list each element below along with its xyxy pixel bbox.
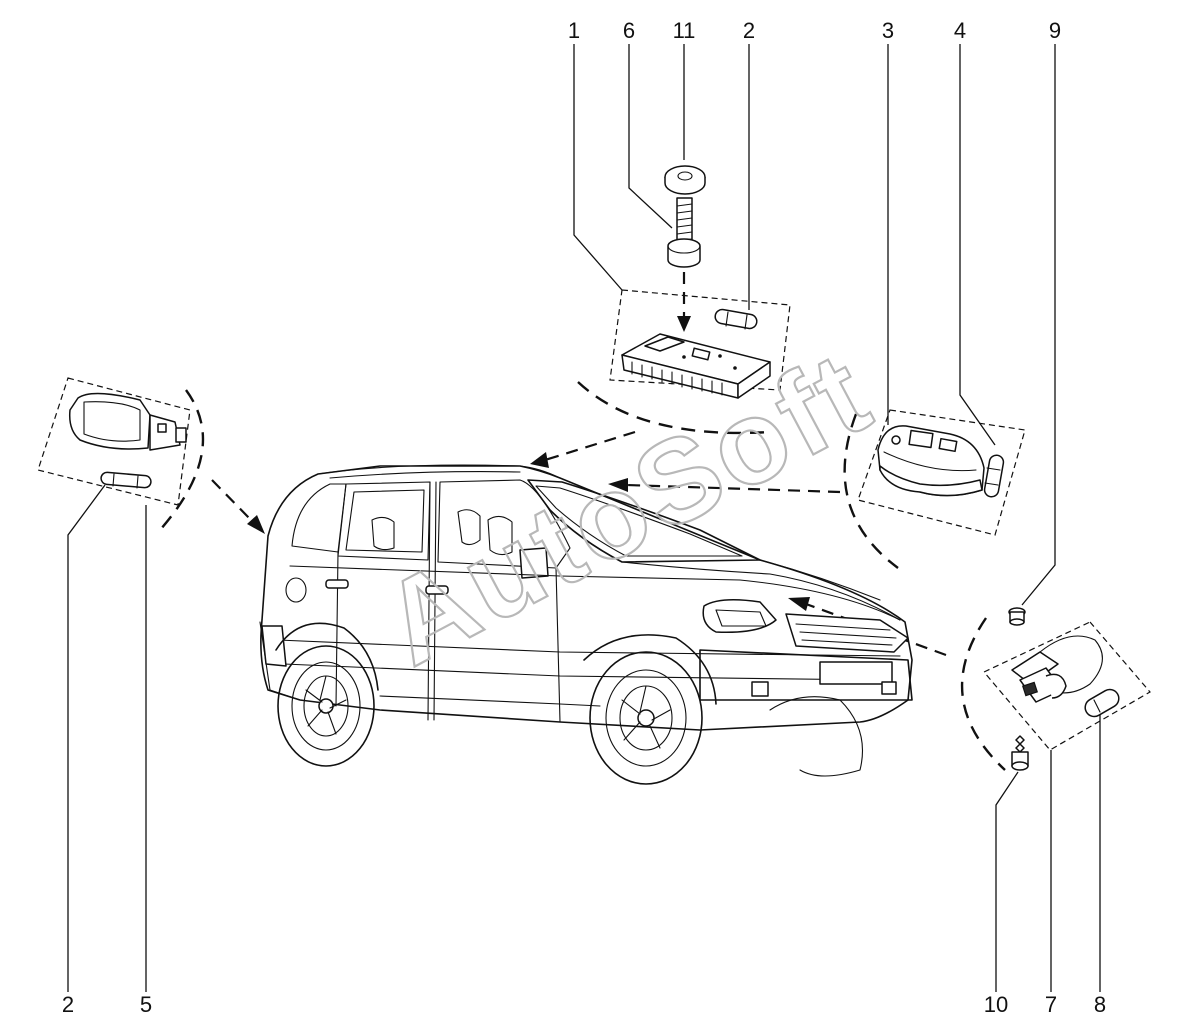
- arrow-roof-lamp-to-car: [530, 430, 636, 468]
- callout-3-top: 3: [882, 18, 894, 43]
- washer-part-11: [664, 165, 706, 195]
- arrow-side-lamp-to-car: [211, 479, 265, 534]
- leader-4: [959, 44, 996, 446]
- underhood-lamp-assembly-part-7: [983, 621, 1151, 751]
- leader-2-bottom: [67, 484, 106, 992]
- leader-lines: [67, 44, 1101, 992]
- leader-6: [628, 44, 673, 229]
- arc-dome-lamp: [843, 413, 899, 569]
- screw-part-10: [1011, 735, 1029, 771]
- callout-5-bottom: 5: [140, 992, 152, 1017]
- callout-2-top: 2: [743, 18, 755, 43]
- screw-part-6: [667, 197, 701, 268]
- arrow-underhood-lamp-to-car: [788, 597, 947, 657]
- arc-side-lamp: [159, 389, 205, 531]
- callout-10-bottom: 10: [984, 992, 1008, 1017]
- callout-labels: 1 6 11 2 3 4 9 2 5 10 7 8: [62, 18, 1106, 1017]
- vehicle-rear-wheel: [275, 622, 379, 767]
- leader-10: [995, 771, 1019, 992]
- leader-9: [1021, 44, 1056, 606]
- callout-11-top: 11: [673, 18, 696, 43]
- callout-7-bottom: 7: [1045, 992, 1057, 1017]
- leader-1: [573, 44, 623, 291]
- callout-8-bottom: 8: [1094, 992, 1106, 1017]
- callout-6-top: 6: [623, 18, 635, 43]
- arc-roof-lamp: [577, 381, 771, 435]
- arc-underhood-lamp: [960, 617, 1006, 771]
- screw-part-9: [1008, 607, 1026, 626]
- callout-4-top: 4: [954, 18, 966, 43]
- side-lamp-assembly-part-5: [37, 377, 191, 506]
- arrow-dome-lamp-to-car: [608, 478, 841, 494]
- callout-2-bottom: 2: [62, 992, 74, 1017]
- vehicle-front-wheel: [583, 634, 864, 785]
- roof-lamp-assembly-part-1: [609, 289, 791, 399]
- vehicle-outline: [259, 464, 913, 731]
- arrow-screw-to-lamp: [677, 272, 691, 332]
- callout-9-top: 9: [1049, 18, 1061, 43]
- callout-1-top: 1: [568, 18, 580, 43]
- dome-lamp-assembly-part-3: [857, 409, 1026, 536]
